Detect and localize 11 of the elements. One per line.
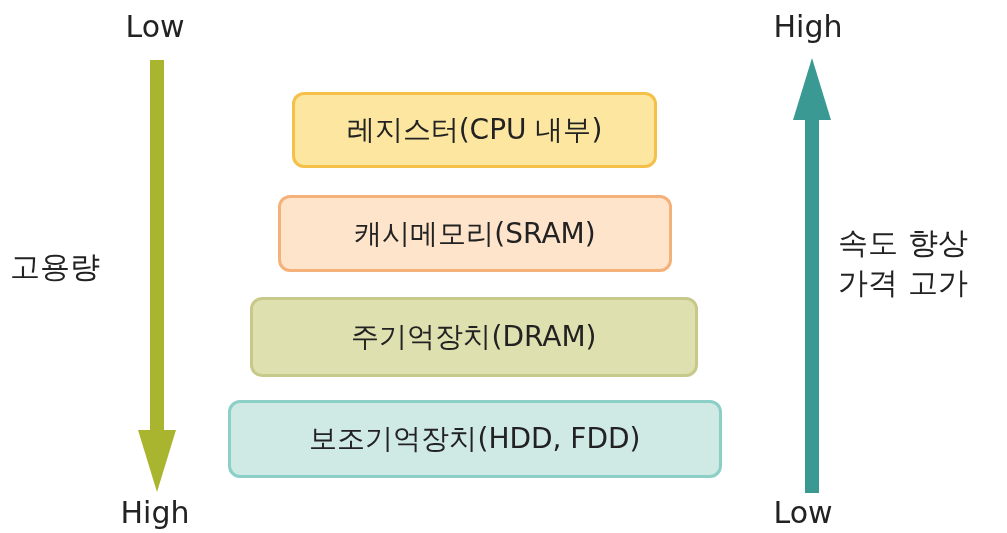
- scale-label: Low: [125, 12, 185, 42]
- memory-level-box: 레지스터(CPU 내부): [292, 92, 657, 168]
- scale-label: Low: [773, 498, 833, 528]
- memory-level-box: 보조기억장치(HDD, FDD): [228, 400, 722, 478]
- axis-label: 가격 고가: [838, 268, 968, 298]
- axis-label: 속도 향상: [838, 228, 968, 258]
- axis-label: 고용량: [10, 252, 100, 282]
- memory-level-box: 주기억장치(DRAM): [250, 297, 698, 377]
- scale-label: High: [773, 12, 843, 42]
- memory-level-box: 캐시메모리(SRAM): [278, 195, 672, 272]
- scale-label: High: [120, 498, 190, 528]
